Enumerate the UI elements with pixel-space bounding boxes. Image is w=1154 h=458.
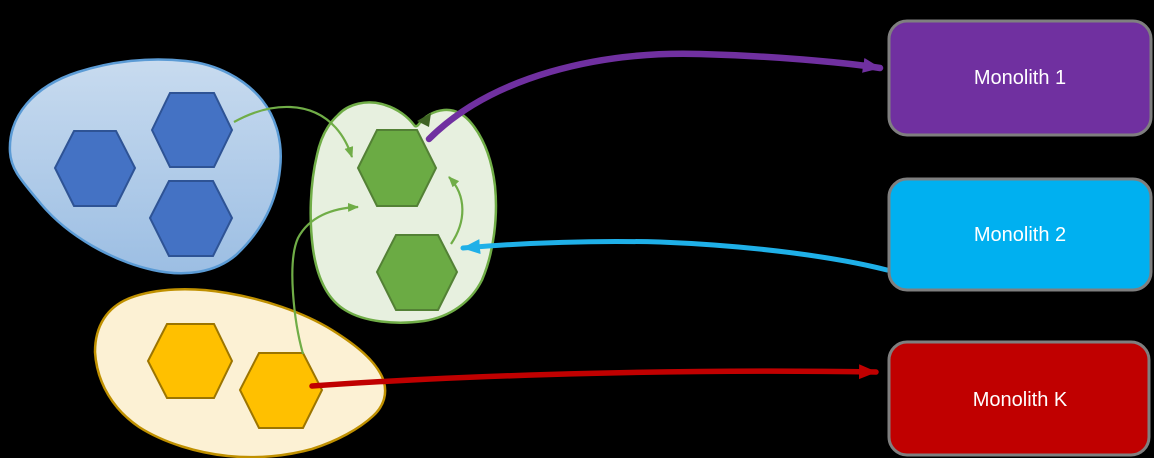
hexagon-orange-1 bbox=[146, 323, 234, 399]
monolith-1-label: Monolith 1 bbox=[974, 67, 1066, 89]
cluster-green-hexagons bbox=[356, 129, 459, 311]
arrow-blue-to-green bbox=[233, 105, 354, 158]
arrow-green-to-monolith1 bbox=[425, 50, 884, 143]
arrow-yellow-to-green bbox=[291, 202, 359, 355]
hexagon-blue-1 bbox=[150, 92, 234, 168]
cluster-blue-hexagons bbox=[53, 92, 234, 257]
hexagon-orange-2 bbox=[238, 352, 324, 429]
cluster-yellow-hexagons bbox=[146, 323, 324, 429]
hexagon-green-top bbox=[356, 129, 438, 207]
arrow-yellow-to-monolithk bbox=[309, 364, 879, 389]
notch-arrowhead-icon bbox=[417, 113, 431, 127]
arrow-green-internal bbox=[448, 176, 464, 245]
monolith-2-rect bbox=[887, 177, 1153, 292]
monolith-1-box: Monolith 1 bbox=[887, 19, 1153, 137]
monolith-1-rect bbox=[887, 19, 1153, 137]
hexagon-green-bottom bbox=[375, 234, 459, 311]
hexagon-blue-3 bbox=[148, 180, 234, 257]
monolith-k-label: Monolith K bbox=[973, 389, 1068, 411]
monolith-2-label: Monolith 2 bbox=[974, 224, 1066, 246]
monolith-2-box: Monolith 2 bbox=[887, 177, 1153, 292]
arrow-monolith2-to-green bbox=[460, 238, 890, 273]
hexagon-blue-2 bbox=[53, 130, 137, 207]
monolith-k-rect bbox=[887, 340, 1151, 457]
monolith-k-box: Monolith K bbox=[887, 340, 1151, 457]
